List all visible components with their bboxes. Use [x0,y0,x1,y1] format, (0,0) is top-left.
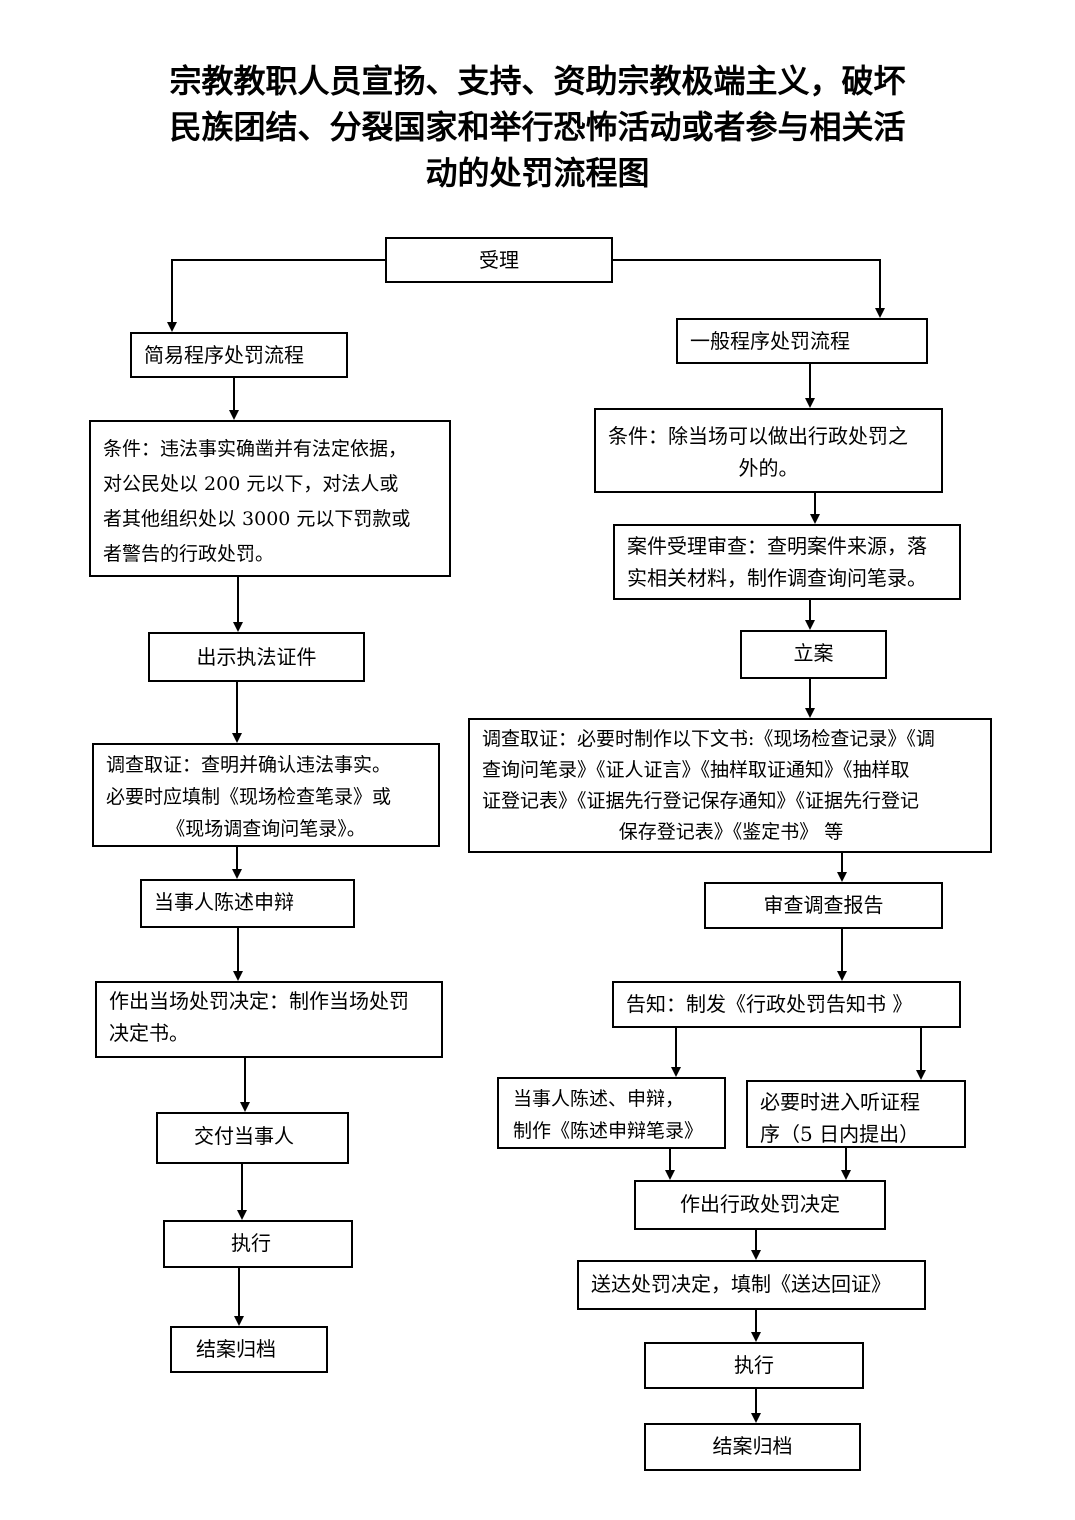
general-investigate-box: 调查取证：必要时制作以下文书:《现场检查记录》《调 查询问笔录》《证人证言》《抽… [468,718,992,853]
deliver-label: 交付当事人 [194,1124,294,1148]
simple-condition-line-3: 者其他组织处以 3000 元以下罚款或 [103,508,411,530]
case-review-line-2: 实相关材料，制作调查询问笔录。 [627,566,927,590]
title-line-3: 动的处罚流程图 [425,154,650,192]
general-investigate-line-4: 保存登记表》《鉴定书》 等 [618,821,844,843]
general-execute-box: 执行 [644,1342,864,1389]
general-condition-line-1: 条件：除当场可以做出行政处罚之 [608,424,908,448]
simple-procedure-box: 简易程序处罚流程 [130,332,348,378]
report-review-label: 审查调查报告 [763,893,884,917]
simple-condition-line-1: 条件：违法事实确凿并有法定依据， [103,438,408,460]
simple-decision-box: 作出当场处罚决定：制作当场处罚 决定书。 [95,981,443,1058]
general-decision-box: 作出行政处罚决定 [634,1180,886,1230]
general-statement-box: 当事人陈述、申辩， 制作《陈述申辩笔录》 [497,1077,726,1149]
general-condition-line-2: 外的。 [738,456,799,480]
page-title: 宗教教职人员宣扬、支持、资助宗教极端主义，破坏 民族团结、分裂国家和举行恐怖活动… [0,58,1075,196]
simple-procedure-label: 简易程序处罚流程 [144,343,304,367]
simple-investigate-line-2: 必要时应填制《现场检查笔录》或 [106,786,392,808]
simple-statement-label: 当事人陈述申辩 [154,890,294,914]
general-archive-label: 结案归档 [712,1434,793,1458]
show-certificate-label: 出示执法证件 [196,645,317,669]
simple-condition-line-2: 对公民处以 200 元以下，对法人或 [103,473,399,495]
simple-investigate-line-1: 调查取证：查明并确认违法事实。 [106,754,392,776]
hearing-box: 必要时进入听证程 序（5 日内提出） [746,1080,966,1148]
title-line-2: 民族团结、分裂国家和举行恐怖活动或者参与相关活 [169,108,906,146]
serve-decision-label: 送达处罚决定，填制《送达回证》 [591,1272,891,1296]
title-line-1: 宗教教职人员宣扬、支持、资助宗教极端主义，破坏 [169,62,906,100]
notify-label: 告知：制发《行政处罚告知书 》 [626,992,913,1016]
general-procedure-label: 一般程序处罚流程 [690,329,850,353]
simple-archive-label: 结案归档 [196,1337,276,1361]
simple-statement-box: 当事人陈述申辩 [140,879,355,928]
show-certificate-box: 出示执法证件 [148,632,365,682]
register-box: 立案 [740,630,887,679]
arrow-accept-to-general [613,259,885,318]
general-investigate-line-3: 证登记表》《证据先行登记保存通知》《证据先行登记 [482,790,920,812]
simple-decision-line-1: 作出当场处罚决定：制作当场处罚 [109,989,409,1013]
general-execute-label: 执行 [734,1353,774,1377]
general-statement-line-1: 当事人陈述、申辩， [513,1088,685,1110]
hearing-line-1: 必要时进入听证程 [760,1090,920,1114]
simple-archive-box: 结案归档 [170,1326,328,1373]
simple-condition-box: 条件：违法事实确凿并有法定依据， 对公民处以 200 元以下，对法人或 者其他组… [89,420,451,577]
hearing-line-2: 序（5 日内提出） [760,1122,920,1146]
case-review-box: 案件受理审查：查明案件来源，落 实相关材料，制作调查询问笔录。 [613,524,961,600]
general-procedure-box: 一般程序处罚流程 [676,318,928,364]
general-archive-box: 结案归档 [644,1423,861,1471]
notify-box: 告知：制发《行政处罚告知书 》 [612,981,961,1028]
arrow-accept-to-simple [167,259,385,332]
accept-box: 受理 [385,237,613,283]
simple-execute-box: 执行 [163,1220,353,1268]
simple-condition-line-4: 者警告的行政处罚。 [103,543,275,565]
simple-investigate-box: 调查取证：查明并确认违法事实。 必要时应填制《现场检查笔录》或 《现场调查询问笔… [92,743,440,847]
simple-decision-line-2: 决定书。 [109,1021,189,1045]
simple-investigate-line-3: 《现场调查询问笔录》。 [166,818,366,840]
general-statement-line-2: 制作《陈述申辩笔录》 [513,1120,704,1142]
general-decision-label: 作出行政处罚决定 [680,1192,840,1216]
accept-label: 受理 [479,248,519,272]
general-condition-box: 条件：除当场可以做出行政处罚之 外的。 [594,408,943,493]
simple-execute-label: 执行 [231,1231,271,1255]
general-investigate-line-1: 调查取证：必要时制作以下文书:《现场检查记录》《调 [482,728,935,750]
serve-decision-box: 送达处罚决定，填制《送达回证》 [577,1260,926,1310]
deliver-box: 交付当事人 [156,1112,349,1164]
register-label: 立案 [793,641,834,665]
general-investigate-line-2: 查询问笔录》《证人证言》《抽样取证通知》《抽样取 [482,759,910,781]
case-review-line-1: 案件受理审查：查明案件来源，落 [627,534,927,558]
report-review-box: 审查调查报告 [704,882,943,929]
